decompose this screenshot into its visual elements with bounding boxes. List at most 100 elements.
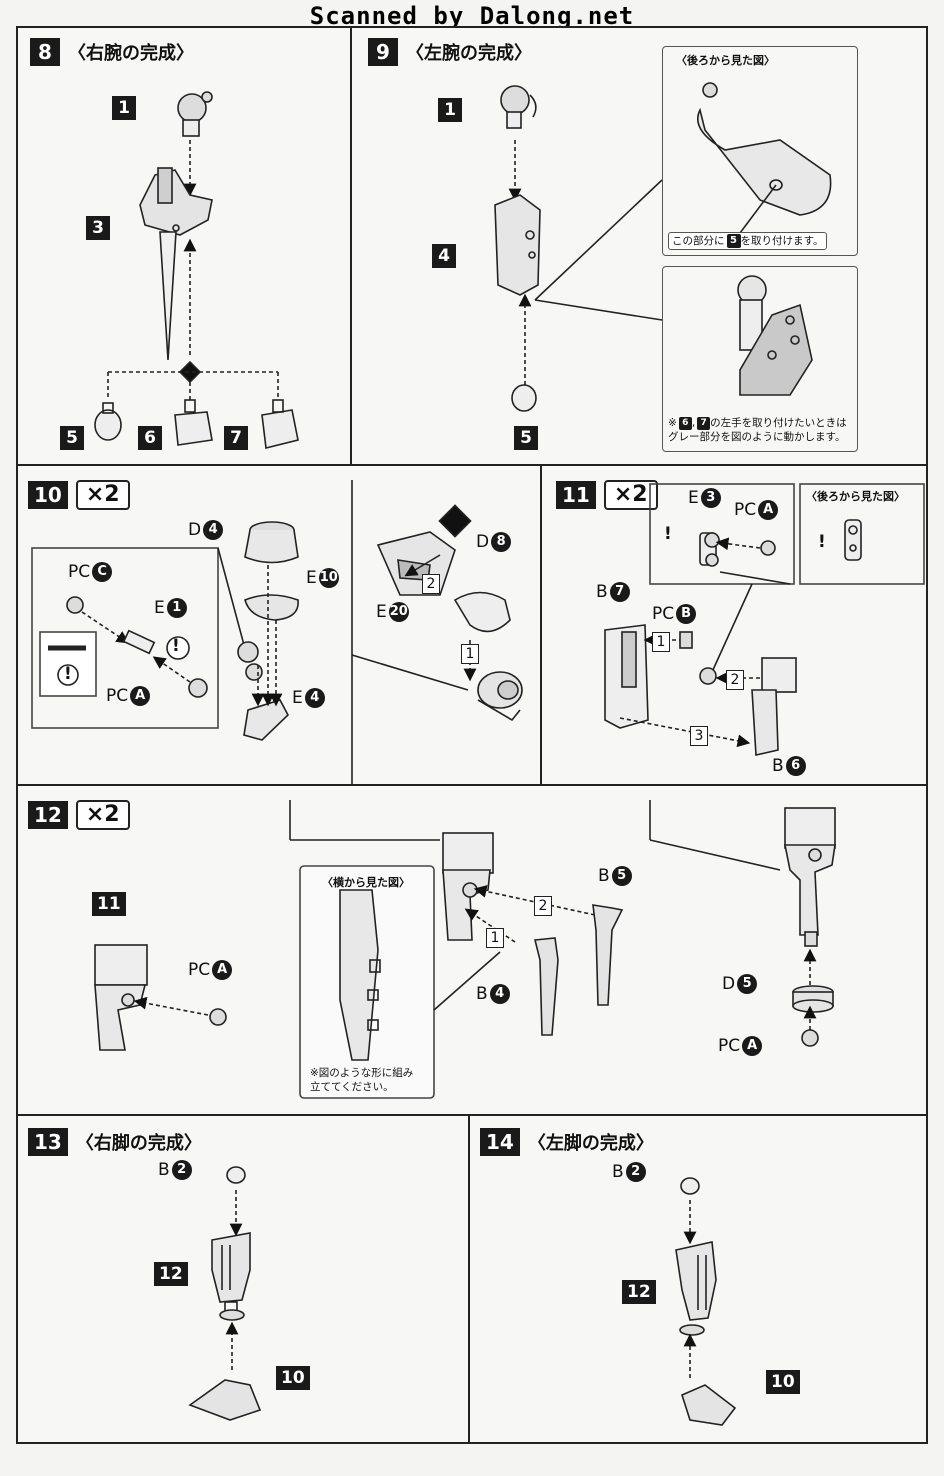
step-14-header: 14 〈左脚の完成〉 [480,1128,654,1156]
leg-part-11-drawing [94,944,148,1051]
step-number: 11 [556,481,596,509]
warning-icon: ! [818,532,826,552]
warning-icon: ! [172,636,180,656]
left-hand-drawing [511,384,537,412]
cap-d4-drawing [244,521,299,564]
step-number: 10 [28,481,68,509]
warning-icon: ! [64,664,72,684]
side-view-note: ※図のような形に組み 立ててください。 [310,1067,414,1093]
step-number: 14 [480,1128,520,1156]
sequence-2: 2 [534,896,552,916]
part-tag-10: 10 [766,1370,800,1394]
ring-e10-drawing [244,594,299,621]
thigh-b7-drawing [604,624,649,729]
step-title: 〈右腕の完成〉 [68,43,194,64]
hand-7-drawing [261,399,299,449]
leg-assembled-drawing [784,807,836,947]
part-tag-6: 6 [138,426,162,450]
quantity-multiplier: ×2 [75,800,130,830]
right-leg-drawing [188,1166,262,1421]
part-tag-1: 1 [112,96,136,120]
armor-d8-drawing [453,591,511,633]
step-title: 〈右脚の完成〉 [75,1133,202,1154]
hand-mount-gray-drawing [737,275,813,396]
back-view-arm-drawing [697,82,832,234]
scan-watermark: Scanned by Dalong.net [309,2,635,30]
sequence-1: 1 [461,644,479,664]
quantity-multiplier: ×2 [603,480,658,510]
step-10-header: 10 ×2 [28,480,130,510]
step-13-header: 13 〈右脚の完成〉 [28,1128,202,1156]
base-e4-drawing [243,699,289,741]
upper-arm-drawing [494,194,541,296]
back-view-box [662,46,858,256]
step-title: 〈左腕の完成〉 [406,43,532,64]
sequence-2: 2 [726,670,744,690]
gray-part-box [662,266,858,452]
step-number: 12 [28,801,68,829]
back-view-title: 〈後ろから見た図〉 [676,54,775,67]
part-tag-11: 11 [92,892,126,916]
step-8-header: 8 〈右腕の完成〉 [30,38,194,66]
part-tag-5: 5 [60,426,84,450]
part-tag-1: 1 [438,98,462,122]
step-number: 13 [28,1128,68,1156]
sequence-2: 2 [422,574,440,594]
shoulder-joint-drawing [177,91,213,137]
knee-assembly-drawing [442,832,494,941]
part-tag-7: 7 [224,426,248,450]
sequence-1: 1 [652,632,670,652]
quantity-multiplier: ×2 [75,480,130,510]
step-number: 8 [30,38,60,66]
part-tag-4: 4 [432,244,456,268]
hand-5-drawing [94,402,122,441]
sequence-3: 3 [690,726,708,746]
left-shoulder-drawing [500,85,537,129]
hand-6-drawing [174,399,213,446]
arm-blade-drawing [139,167,213,361]
step-9-header: 9 〈左腕の完成〉 [368,38,532,66]
side-view-title: 〈横から見た図〉 [322,876,410,889]
shin-e20-drawing [376,531,456,596]
step-12-header: 12 ×2 [28,800,130,830]
back-view-title: 〈後ろから見た図〉 [806,490,905,503]
sequence-1: 1 [486,928,504,948]
part-tag-5: 5 [514,426,538,450]
step-title: 〈左脚の完成〉 [527,1133,654,1154]
link-b5-drawing [592,904,624,1006]
left-leg-drawing [675,1177,737,1426]
link-b4-drawing [533,937,559,1036]
side-view-drawing [339,889,381,1061]
step-number: 9 [368,38,398,66]
knee-b6-drawing [751,657,797,756]
foot-drawing [477,671,523,722]
warning-icon: ! [664,524,672,544]
part-tag-3: 3 [86,216,110,240]
part-tag-10: 10 [276,1366,310,1390]
washer-d5-drawing [792,985,834,1013]
part-tag-12: 12 [622,1280,656,1304]
part-tag-12: 12 [154,1262,188,1286]
